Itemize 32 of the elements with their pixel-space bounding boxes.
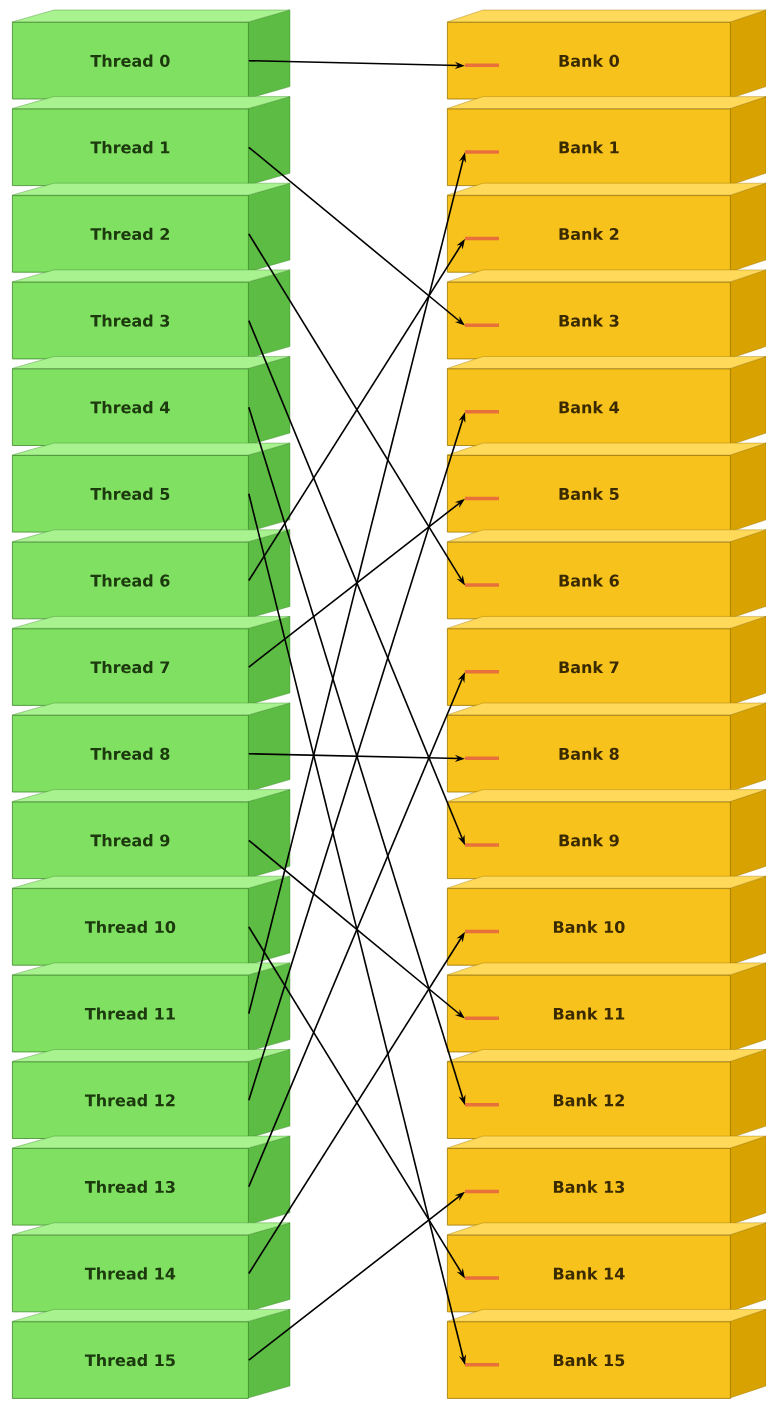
thread-block: Thread 11 [11, 962, 291, 1053]
bank-block: Bank 11 [446, 962, 766, 1053]
thread-block: Thread 8 [11, 702, 291, 793]
bank-block: Bank 14 [446, 1222, 766, 1313]
bank-block: Bank 7 [446, 616, 766, 706]
thread-block: Thread 3 [11, 269, 291, 360]
bank-block: Bank 0 [446, 9, 766, 100]
bank-block: Bank 3 [446, 269, 766, 360]
thread-block: Thread 4 [11, 356, 291, 446]
bank-block: Bank 2 [446, 183, 766, 273]
bank-block: Bank 4 [446, 356, 766, 446]
bank-block: Bank 5 [446, 442, 766, 533]
thread-block: Thread 2 [11, 183, 291, 273]
thread-block: Thread 12 [11, 1049, 291, 1139]
bank-block: Bank 13 [446, 1135, 766, 1226]
bank-block: Bank 6 [446, 529, 766, 620]
bank-block: Bank 9 [446, 789, 766, 879]
bank-block: Bank 8 [446, 702, 766, 793]
thread-block: Thread 10 [11, 876, 291, 966]
bank-block: Bank 12 [446, 1049, 766, 1139]
bank-block: Bank 1 [446, 96, 766, 186]
bank-block: Bank 10 [446, 876, 766, 966]
thread-block: Thread 5 [11, 442, 291, 533]
thread-block: Thread 0 [11, 9, 291, 100]
thread-block: Thread 6 [11, 529, 291, 620]
thread-block: Thread 15 [11, 1309, 291, 1399]
bank-block: Bank 15 [446, 1309, 766, 1399]
thread-block: Thread 7 [11, 616, 291, 706]
thread-block: Thread 14 [11, 1222, 291, 1313]
thread-block: Thread 13 [11, 1135, 291, 1226]
thread-block: Thread 1 [11, 96, 291, 186]
thread-block: Thread 9 [11, 789, 291, 879]
